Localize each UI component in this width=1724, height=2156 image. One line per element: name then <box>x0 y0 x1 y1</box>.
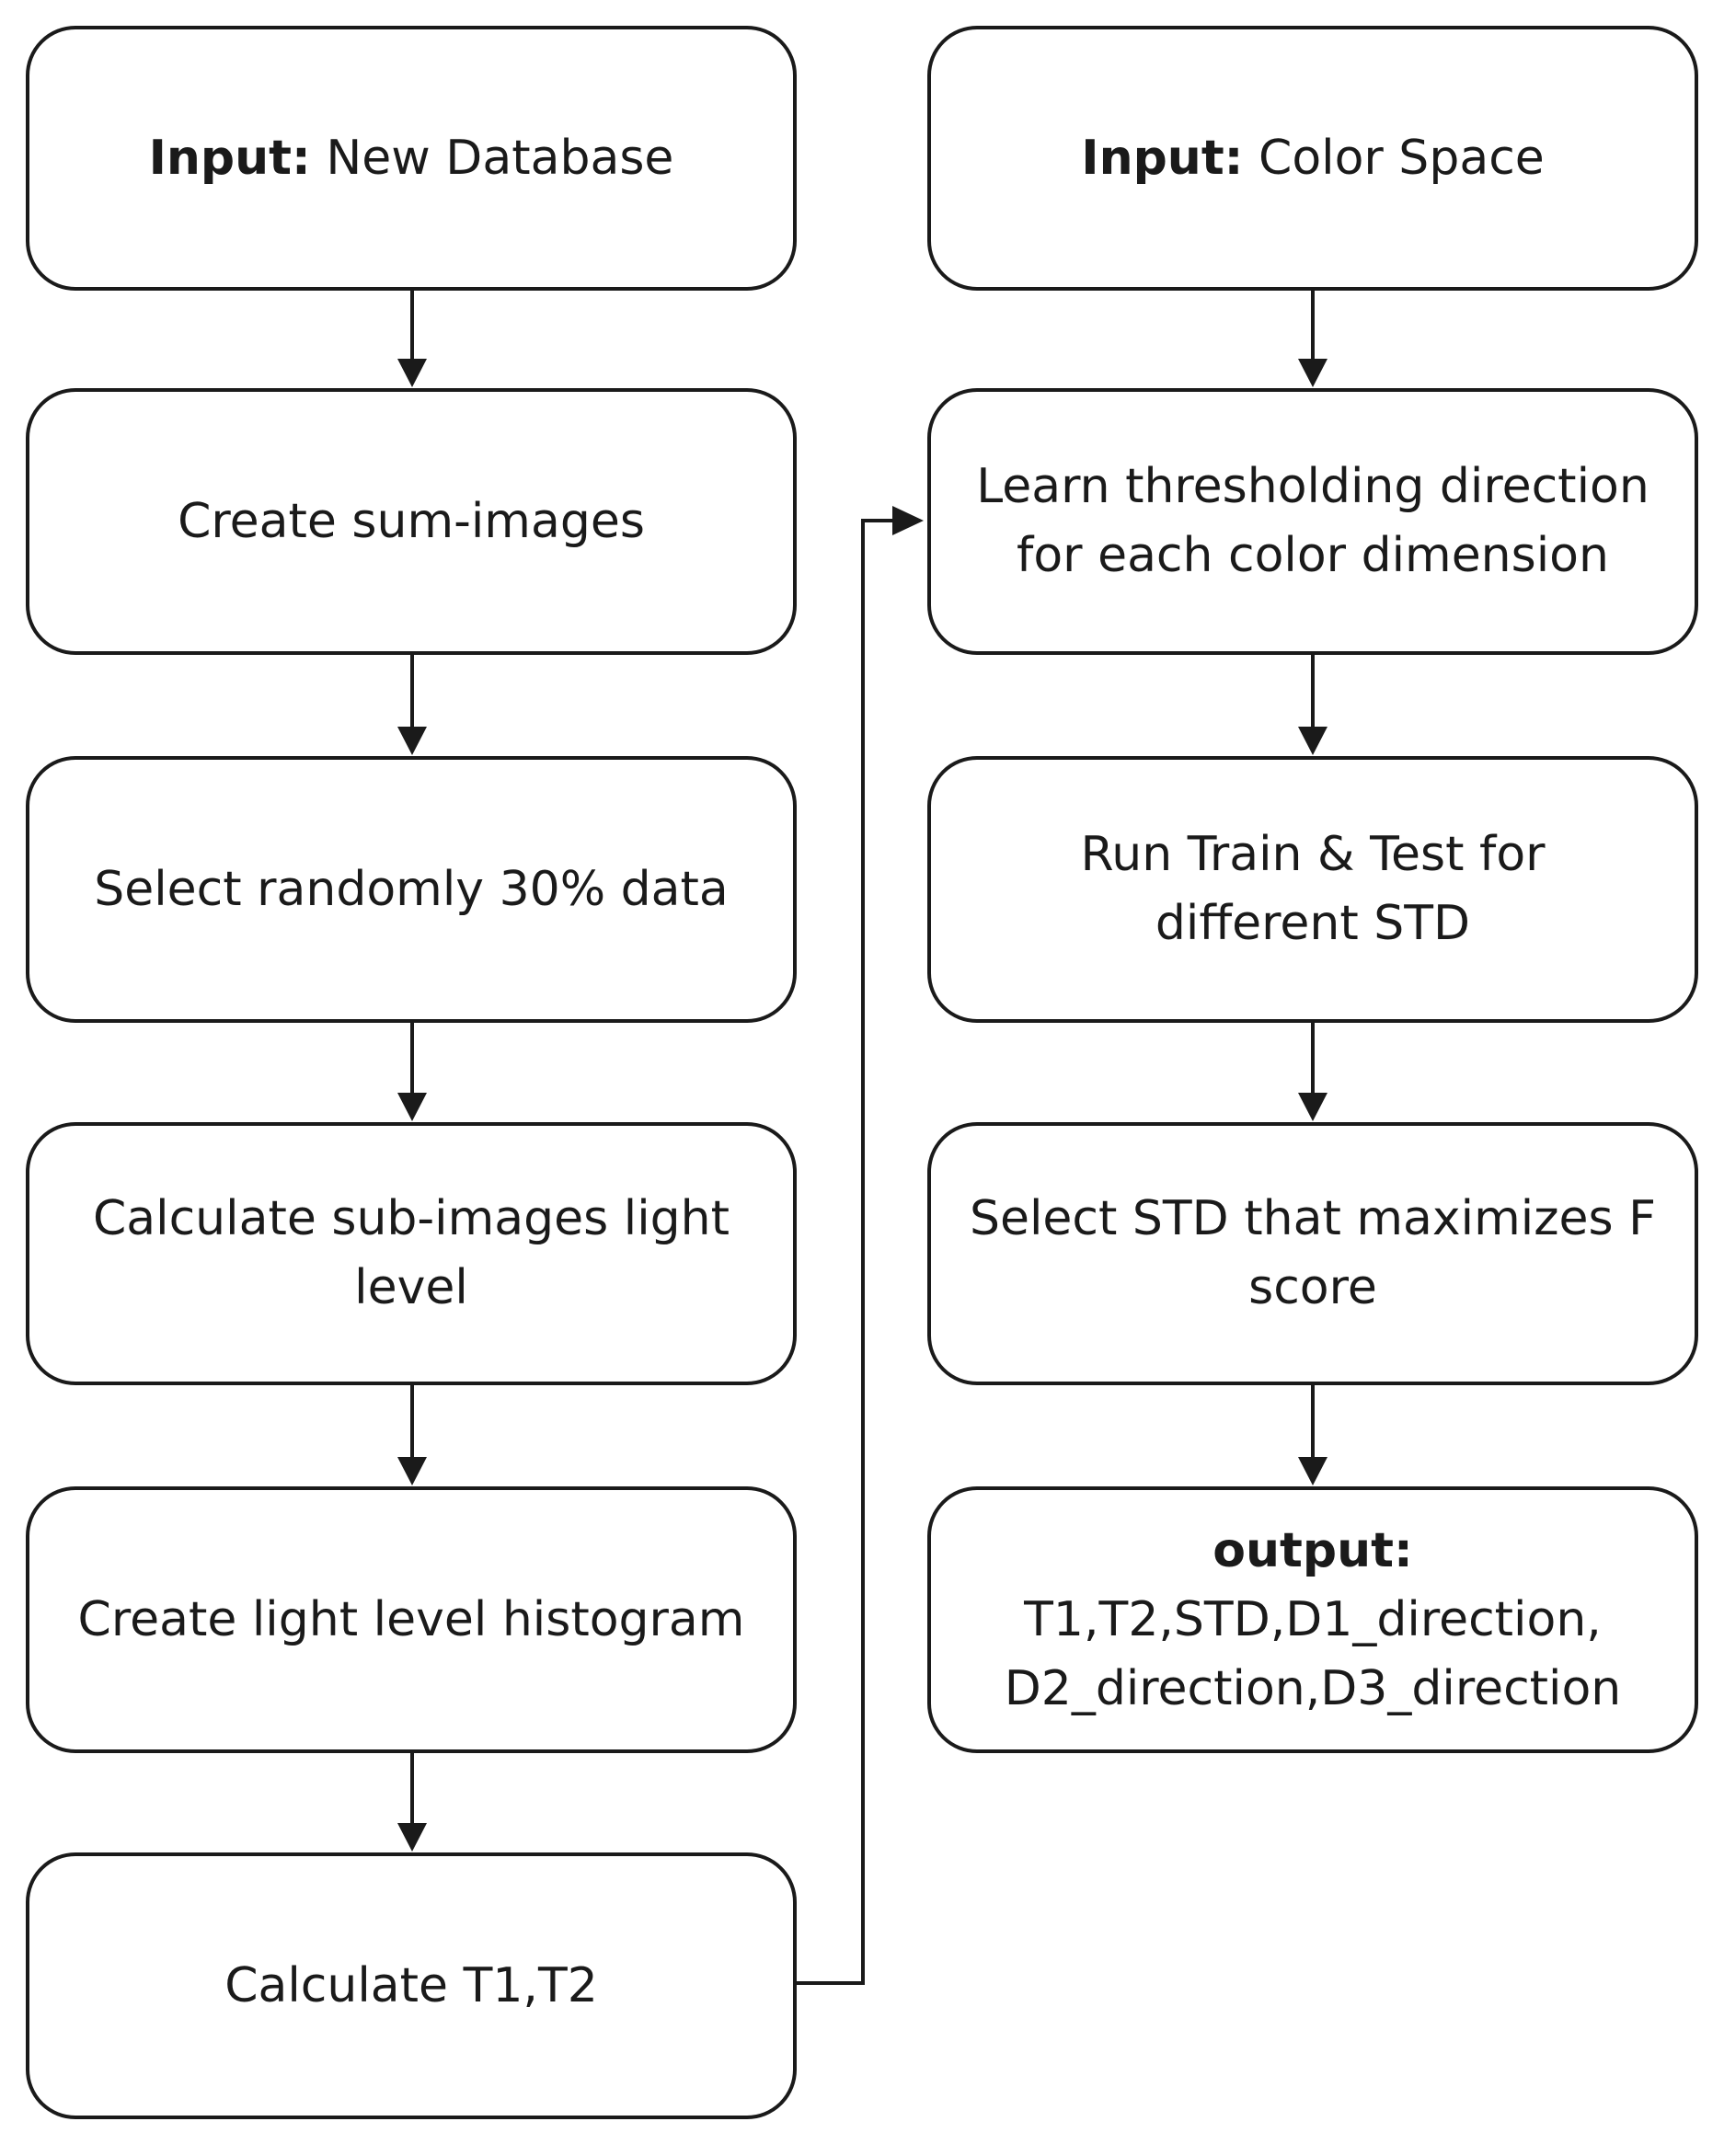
arrowhead-right-2 <box>1298 727 1327 755</box>
arrowhead-left-2 <box>397 727 427 755</box>
step-text: Create sum-images <box>178 493 645 549</box>
cross-connector <box>797 519 892 1985</box>
step-text-line-2: level <box>354 1260 468 1315</box>
arrowhead-left-4 <box>397 1457 427 1485</box>
input-label: Input: <box>1081 130 1244 186</box>
output-line-2: D2_direction,D3_direction <box>1004 1660 1622 1716</box>
input-new-database-box: Input: New Database <box>26 26 797 291</box>
step-text-line-1: Run Train & Test for <box>1080 827 1546 882</box>
step-text-line-1: Select STD that maximizes F <box>969 1191 1657 1246</box>
arrowhead-right-1 <box>1298 359 1327 387</box>
input-value: New Database <box>310 130 674 186</box>
arrowhead-left-5 <box>397 1823 427 1852</box>
input-value: Color Space <box>1243 130 1545 186</box>
learn-threshold-direction-box: Learn thresholding direction for each co… <box>927 388 1698 655</box>
arrowhead-right-4 <box>1298 1457 1327 1485</box>
step-text: Select randomly 30% data <box>94 861 729 917</box>
select-std-box: Select STD that maximizes F score <box>927 1122 1698 1385</box>
step-text-line-1: Calculate sub-images light <box>92 1191 730 1246</box>
arrowhead-left-3 <box>397 1093 427 1121</box>
arrowhead-left-1 <box>397 359 427 387</box>
run-train-test-box: Run Train & Test for different STD <box>927 756 1698 1023</box>
step-text: Calculate T1,T2 <box>224 1957 598 2013</box>
calculate-t1-t2-box: Calculate T1,T2 <box>26 1852 797 2119</box>
input-label: Input: <box>148 130 311 186</box>
calculate-light-level-box: Calculate sub-images light level <box>26 1122 797 1385</box>
output-box: output: T1,T2,STD,D1_direction, D2_direc… <box>927 1486 1698 1753</box>
step-text-line-2: for each color dimension <box>1017 528 1609 583</box>
arrowhead-right-3 <box>1298 1093 1327 1121</box>
arrowhead-cross <box>892 506 924 535</box>
create-histogram-box: Create light level histogram <box>26 1486 797 1753</box>
step-text: Create light level histogram <box>77 1591 745 1647</box>
step-text-line-1: Learn thresholding direction <box>976 459 1649 514</box>
output-title: output: <box>1213 1522 1413 1578</box>
step-text-line-2: different STD <box>1155 896 1471 951</box>
select-random-data-box: Select randomly 30% data <box>26 756 797 1023</box>
create-sum-images-box: Create sum-images <box>26 388 797 655</box>
step-text-line-2: score <box>1248 1260 1377 1315</box>
input-color-space-box: Input: Color Space <box>927 26 1698 291</box>
output-line-1: T1,T2,STD,D1_direction, <box>1024 1591 1602 1647</box>
